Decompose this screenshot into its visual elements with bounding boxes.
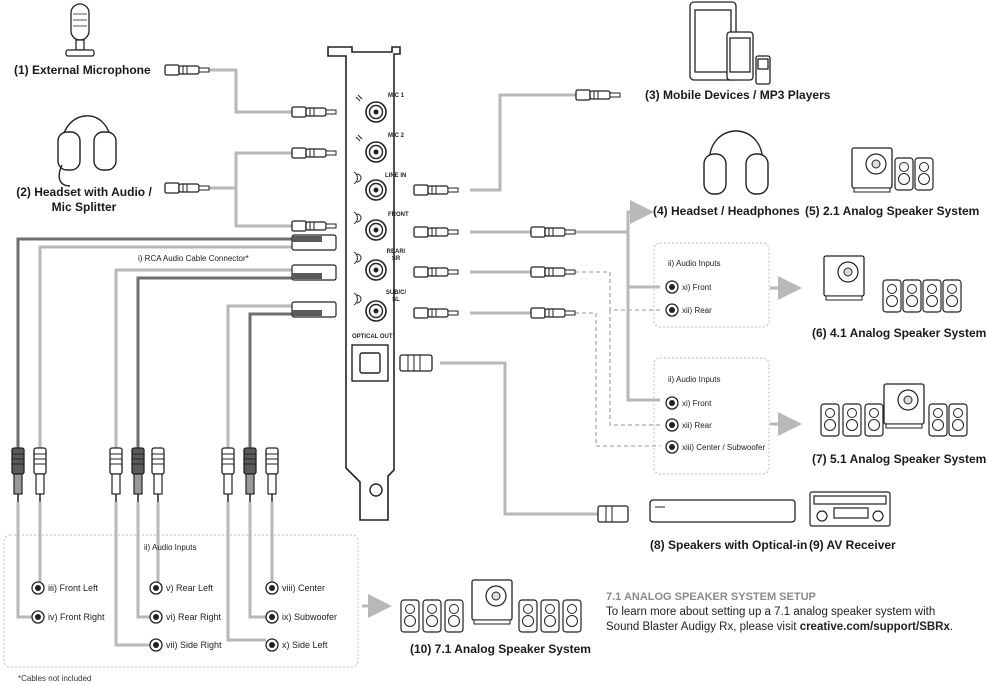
setup-note-suffix: . xyxy=(949,621,954,633)
plugs xyxy=(11,64,629,523)
setup-note-title: 7.1 ANALOG SPEAKER SYSTEM SETUP xyxy=(606,591,816,603)
av-receiver-icon xyxy=(809,491,891,527)
box6-input-rear: xii) Rear xyxy=(682,306,712,315)
box6-title: ii) Audio Inputs xyxy=(668,259,721,268)
cables xyxy=(16,68,660,647)
label-5-1-system: (7) 5.1 Analog Speaker System xyxy=(812,452,986,466)
label-headset-line2: Mic Splitter xyxy=(51,200,117,214)
speaker-7-1-icon xyxy=(400,579,582,633)
port-label-line-in: LINE IN xyxy=(385,173,407,179)
label-av-receiver: (9) AV Receiver xyxy=(809,538,896,552)
label-mobile-devices: (3) Mobile Devices / MP3 Players xyxy=(645,88,831,102)
label-7-1-system: (10) 7.1 Analog Speaker System xyxy=(410,642,591,656)
port-label-rear-line1: REAR/ xyxy=(386,249,406,255)
box10-front-left: iii) Front Left xyxy=(48,583,99,593)
setup-note-line1: To learn more about setting up a 7.1 ana… xyxy=(606,606,936,618)
box7-input-rear: xii) Rear xyxy=(682,421,712,430)
label-headset-line1: (2) Headset with Audio / xyxy=(16,185,152,199)
dashed-cables xyxy=(575,271,660,447)
box7-title: ii) Audio Inputs xyxy=(668,375,721,384)
plug-mic1 xyxy=(291,106,337,118)
mobile-devices-icon xyxy=(689,1,771,85)
support-link[interactable]: creative.com/support/SBRx xyxy=(799,621,950,633)
box10-rear-left: v) Rear Left xyxy=(166,583,214,593)
box10-title: ii) Audio Inputs xyxy=(144,543,197,552)
label-4-1-system: (6) 4.1 Analog Speaker System xyxy=(812,326,986,340)
speaker-5-1-icon xyxy=(820,383,968,437)
box7-input-front: xi) Front xyxy=(682,399,712,408)
port-label-front: FRONT xyxy=(388,212,409,218)
box6-input-front: xi) Front xyxy=(682,283,712,292)
rca-connector-note: i) RCA Audio Cable Connector* xyxy=(138,254,249,263)
port-label-mic2: MIC 2 xyxy=(388,133,405,139)
setup-note-line2: Sound Blaster Audigy Rx, please visit cr… xyxy=(606,620,966,635)
port-label-sub-line1: SUB/C/ xyxy=(385,290,407,296)
port-label-rear-line2: SR xyxy=(391,256,401,262)
port-label-sub-line2: SL xyxy=(392,297,400,303)
headset-icon xyxy=(57,115,117,187)
sound-card-bracket xyxy=(327,46,401,521)
footnote: *Cables not included xyxy=(18,674,92,683)
setup-note-body: To learn more about setting up a 7.1 ana… xyxy=(606,605,966,635)
setup-note-prefix: Sound Blaster Audigy Rx, please visit xyxy=(606,621,800,633)
port-label-mic1: MIC 1 xyxy=(388,93,405,99)
audio-inputs-box-7 xyxy=(653,357,770,475)
box10-front-right: iv) Front Right xyxy=(48,612,105,622)
plug-mic2 xyxy=(291,147,337,159)
box10-side-right: vii) Side Right xyxy=(166,640,222,650)
box10-subwoofer: ix) Subwoofer xyxy=(282,612,338,622)
box10-center: viii) Center xyxy=(282,583,326,593)
label-headset-audio-mic-splitter: (2) Headset with Audio / Mic Splitter xyxy=(14,185,154,215)
arrows xyxy=(362,200,802,618)
label-2-1-system: (5) 2.1 Analog Speaker System xyxy=(805,204,980,218)
microphone-icon xyxy=(65,3,95,57)
port-label-rear: REAR/ SR xyxy=(386,249,406,263)
label-external-microphone: (1) External Microphone xyxy=(14,63,151,77)
port-label-optical-out: OPTICAL OUT xyxy=(352,334,393,340)
speaker-4-1-icon xyxy=(823,255,962,313)
headphones-icon xyxy=(703,130,769,195)
audio-inputs-box-6 xyxy=(653,242,770,328)
label-speakers-optical-in: (8) Speakers with Optical-in xyxy=(650,538,808,552)
speaker-2-1-icon xyxy=(851,147,934,193)
box7-input-center-sub: xiii) Center / Subwoofer xyxy=(682,443,766,452)
soundbar-icon xyxy=(649,499,796,523)
box10-rear-right: vi) Rear Right xyxy=(166,612,222,622)
port-label-sub: SUB/C/ SL xyxy=(385,290,407,304)
box10-side-left: x) Side Left xyxy=(282,640,328,650)
label-headset-headphones: (4) Headset / Headphones xyxy=(653,204,800,218)
